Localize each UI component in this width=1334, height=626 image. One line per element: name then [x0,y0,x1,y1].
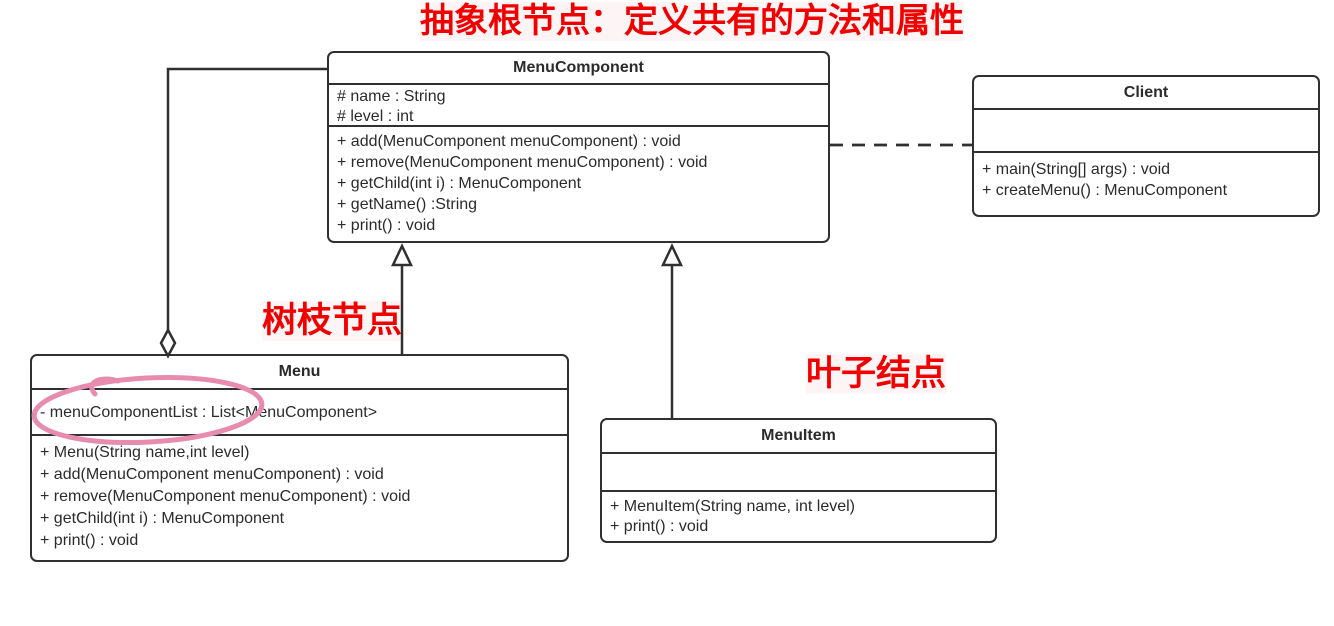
method-line: + print() : void [337,217,436,234]
class-box-client: Client + main(String[] args) : void + cre… [972,75,1320,217]
class-title-client: Client [974,77,1318,110]
inheritance-triangle-icon-menu [391,243,413,267]
method-line: + add(MenuComponent menuComponent) : voi… [337,133,681,150]
method-line: + createMenu() : MenuComponent [982,182,1228,199]
aggregation-connector-line [166,67,327,330]
class-attributes-menu: - menuComponentList : List<MenuComponent… [32,390,567,436]
aggregation-diamond-icon [159,327,177,359]
class-box-menuitem: MenuItem + MenuItem(String name, int lev… [600,418,997,543]
method-line: + add(MenuComponent menuComponent) : voi… [40,466,384,483]
class-methods-menucomponent: + add(MenuComponent menuComponent) : voi… [329,127,828,236]
annotation-abstract-root: 抽象根节点：定义共有的方法和属性 [420,2,964,42]
class-title-menucomponent: MenuComponent [329,53,828,85]
attribute-line: # level : int [337,108,414,125]
method-line: + Menu(String name,int level) [40,444,250,461]
class-title-menu: Menu [32,356,567,390]
class-methods-menu: + Menu(String name,int level) + add(MenuC… [32,436,567,552]
annotation-branch-node: 树枝节点 [262,301,403,342]
method-line: + remove(MenuComponent menuComponent) : … [337,154,708,171]
method-line: + main(String[] args) : void [982,161,1171,178]
method-line: + remove(MenuComponent menuComponent) : … [40,488,411,505]
method-line: + getChild(int i) : MenuComponent [40,510,285,527]
attribute-line: # name : String [337,88,446,105]
inheritance-triangle-icon-menuitem [661,243,683,267]
class-box-menucomponent: MenuComponent # name : String # level : i… [327,51,830,243]
method-line: + getChild(int i) : MenuComponent [337,175,582,192]
attribute-line: - menuComponentList : List<MenuComponent… [40,404,378,421]
method-line: + print() : void [610,518,709,535]
class-attributes-menucomponent: # name : String # level : int [329,85,828,127]
class-attributes-client [974,110,1318,153]
class-methods-client: + main(String[] args) : void + createMenu… [974,153,1318,201]
method-line: + MenuItem(String name, int level) [610,498,855,515]
method-line: + print() : void [40,532,139,549]
method-line: + getName() :String [337,196,478,213]
annotation-leaf-node: 叶子结点 [806,354,947,395]
class-title-menuitem: MenuItem [602,420,995,454]
class-box-menu: Menu - menuComponentList : List<MenuComp… [30,354,569,562]
class-attributes-menuitem [602,454,995,492]
class-methods-menuitem: + MenuItem(String name, int level) + prin… [602,492,995,537]
